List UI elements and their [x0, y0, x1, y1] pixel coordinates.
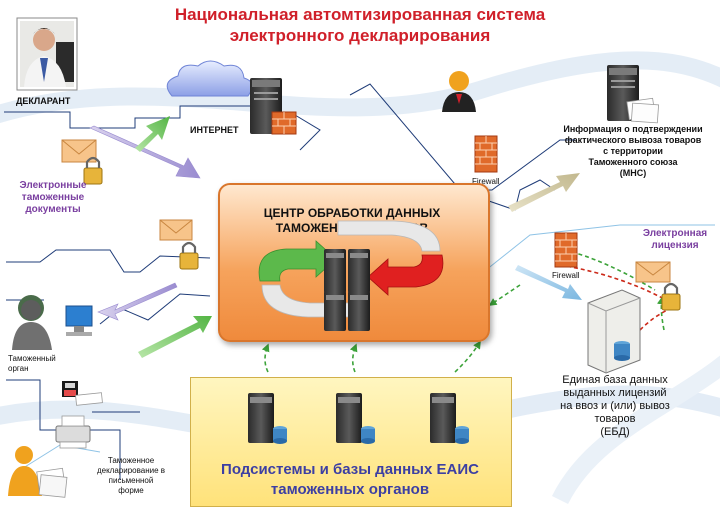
edocs-line-2: таможенные — [21, 192, 85, 203]
envelope-lock-icon-3 — [635, 261, 681, 311]
declarant-label: ДЕКЛАРАНТ — [16, 96, 71, 106]
recycle-arrows-icon — [258, 220, 444, 318]
ebd-line-5: (ЕБД) — [600, 426, 630, 438]
paper-label: Таможенное декларирование в письменной ф… — [96, 456, 166, 496]
customs-officer-icon — [12, 295, 93, 350]
paper-line-1: Таможенное — [107, 456, 155, 465]
mns-line-1: Информация о подтверждении — [563, 124, 703, 134]
ebd-database-icon — [587, 289, 641, 374]
mns-line-2: фактического вывоза товаров — [564, 135, 702, 145]
center-line-1: ЦЕНТР ОБРАБОТКИ ДАННЫХ — [263, 206, 441, 220]
customs-label: Таможенный орган — [8, 354, 56, 374]
mns-line-3: с территории — [603, 146, 663, 156]
ebd-line-1: Единая база данных — [562, 374, 668, 386]
subsystem-server-icon-2 — [336, 393, 375, 444]
arrow-green-2 — [138, 316, 212, 358]
ebd-line-2: выданных лицензий — [563, 387, 667, 399]
edocs-label: Электронные таможенные документы — [14, 180, 92, 216]
subsystems-line-2: таможенных органов — [270, 481, 430, 498]
user-icon — [442, 71, 476, 112]
arrow-purple-1 — [89, 125, 201, 179]
arrow-green-1 — [135, 116, 170, 152]
envelope-lock-icon-2 — [159, 219, 199, 270]
mns-line-5: (МНС) — [619, 168, 647, 178]
title-line-2: электронного декларирования — [229, 26, 491, 45]
internet-label: ИНТЕРНЕТ — [190, 125, 239, 135]
center-servers-icon — [324, 249, 370, 331]
subsystems-line-1: Подсистемы и базы данных ЕАИС — [221, 461, 479, 478]
hands-user-icon — [8, 446, 68, 498]
mns-line-4: Таможенного союза — [588, 157, 678, 167]
ebd-label: Единая база данных выданных лицензий на … — [540, 374, 690, 439]
elicense-line-2: лицензия — [651, 240, 699, 251]
paper-line-3: письменной форме — [108, 476, 154, 495]
arrow-blue — [515, 265, 582, 300]
elicense-line-1: Электронная — [642, 228, 708, 239]
subsystem-server-icon-1 — [248, 393, 287, 444]
arrow-purple-2 — [97, 282, 178, 321]
ebd-line-3: на ввоз и (или) вывоз — [560, 400, 670, 412]
mns-server-icon — [607, 65, 660, 124]
elicense-label: Электронная лицензия — [630, 228, 720, 252]
title-line-1: Национальная автомтизированная система — [174, 5, 546, 24]
subsystem-server-icon-3 — [430, 393, 469, 444]
subsystems-servers — [248, 393, 469, 444]
edocs-line-3: документы — [25, 204, 81, 215]
paper-line-2: декларирование в — [96, 466, 166, 475]
printer-icon — [55, 415, 91, 449]
edocs-line-1: Электронные — [19, 180, 87, 191]
arrow-beige — [508, 173, 580, 212]
firewall-license-icon — [554, 232, 578, 268]
cloud-icon — [166, 60, 253, 97]
disk-icon — [62, 381, 103, 406]
firewall-label-license: Firewall — [552, 271, 580, 280]
ebd-line-4: товаров — [594, 413, 636, 425]
mns-label: Информация о подтверждении фактического … — [548, 124, 718, 179]
subsystems-title: Подсистемы и базы данных ЕАИС таможенных… — [190, 460, 510, 500]
firewall-label-top: Firewall — [472, 177, 500, 186]
customs-line-2: орган — [8, 364, 29, 373]
envelope-lock-icon-1 — [61, 139, 103, 185]
firewall-top-icon — [474, 135, 498, 173]
internet-firewall-icon — [271, 111, 297, 135]
declarant-photo-icon — [16, 17, 78, 91]
page-title: Национальная автомтизированная система э… — [130, 4, 590, 46]
customs-line-1: Таможенный — [8, 354, 56, 363]
center-illustration — [258, 220, 444, 331]
